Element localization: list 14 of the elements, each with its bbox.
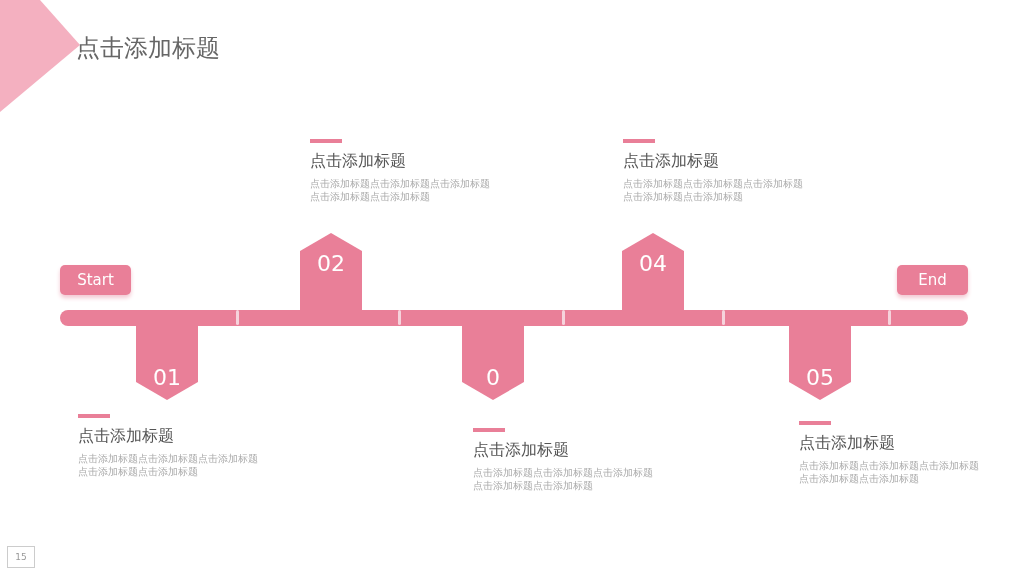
step-description: 点击添加标题点击添加标题点击添加标题点击添加标题点击添加标题 bbox=[78, 452, 258, 478]
step-description: 点击添加标题点击添加标题点击添加标题点击添加标题点击添加标题 bbox=[310, 177, 490, 203]
page-number: 15 bbox=[7, 546, 35, 568]
step-heading: 点击添加标题 bbox=[78, 426, 174, 447]
step-description: 点击添加标题点击添加标题点击添加标题点击添加标题点击添加标题 bbox=[799, 459, 979, 485]
step-heading: 点击添加标题 bbox=[310, 151, 406, 172]
step-description: 点击添加标题点击添加标题点击添加标题点击添加标题点击添加标题 bbox=[623, 177, 803, 203]
slide-title: 点击添加标题 bbox=[76, 33, 220, 64]
start-end-badge: End bbox=[897, 265, 968, 295]
step-heading: 点击添加标题 bbox=[473, 440, 569, 461]
step-heading: 点击添加标题 bbox=[623, 151, 719, 172]
step-description: 点击添加标题点击添加标题点击添加标题点击添加标题点击添加标题 bbox=[473, 466, 653, 492]
step-heading: 点击添加标题 bbox=[799, 433, 895, 454]
start-end-badge: Start bbox=[60, 265, 131, 295]
